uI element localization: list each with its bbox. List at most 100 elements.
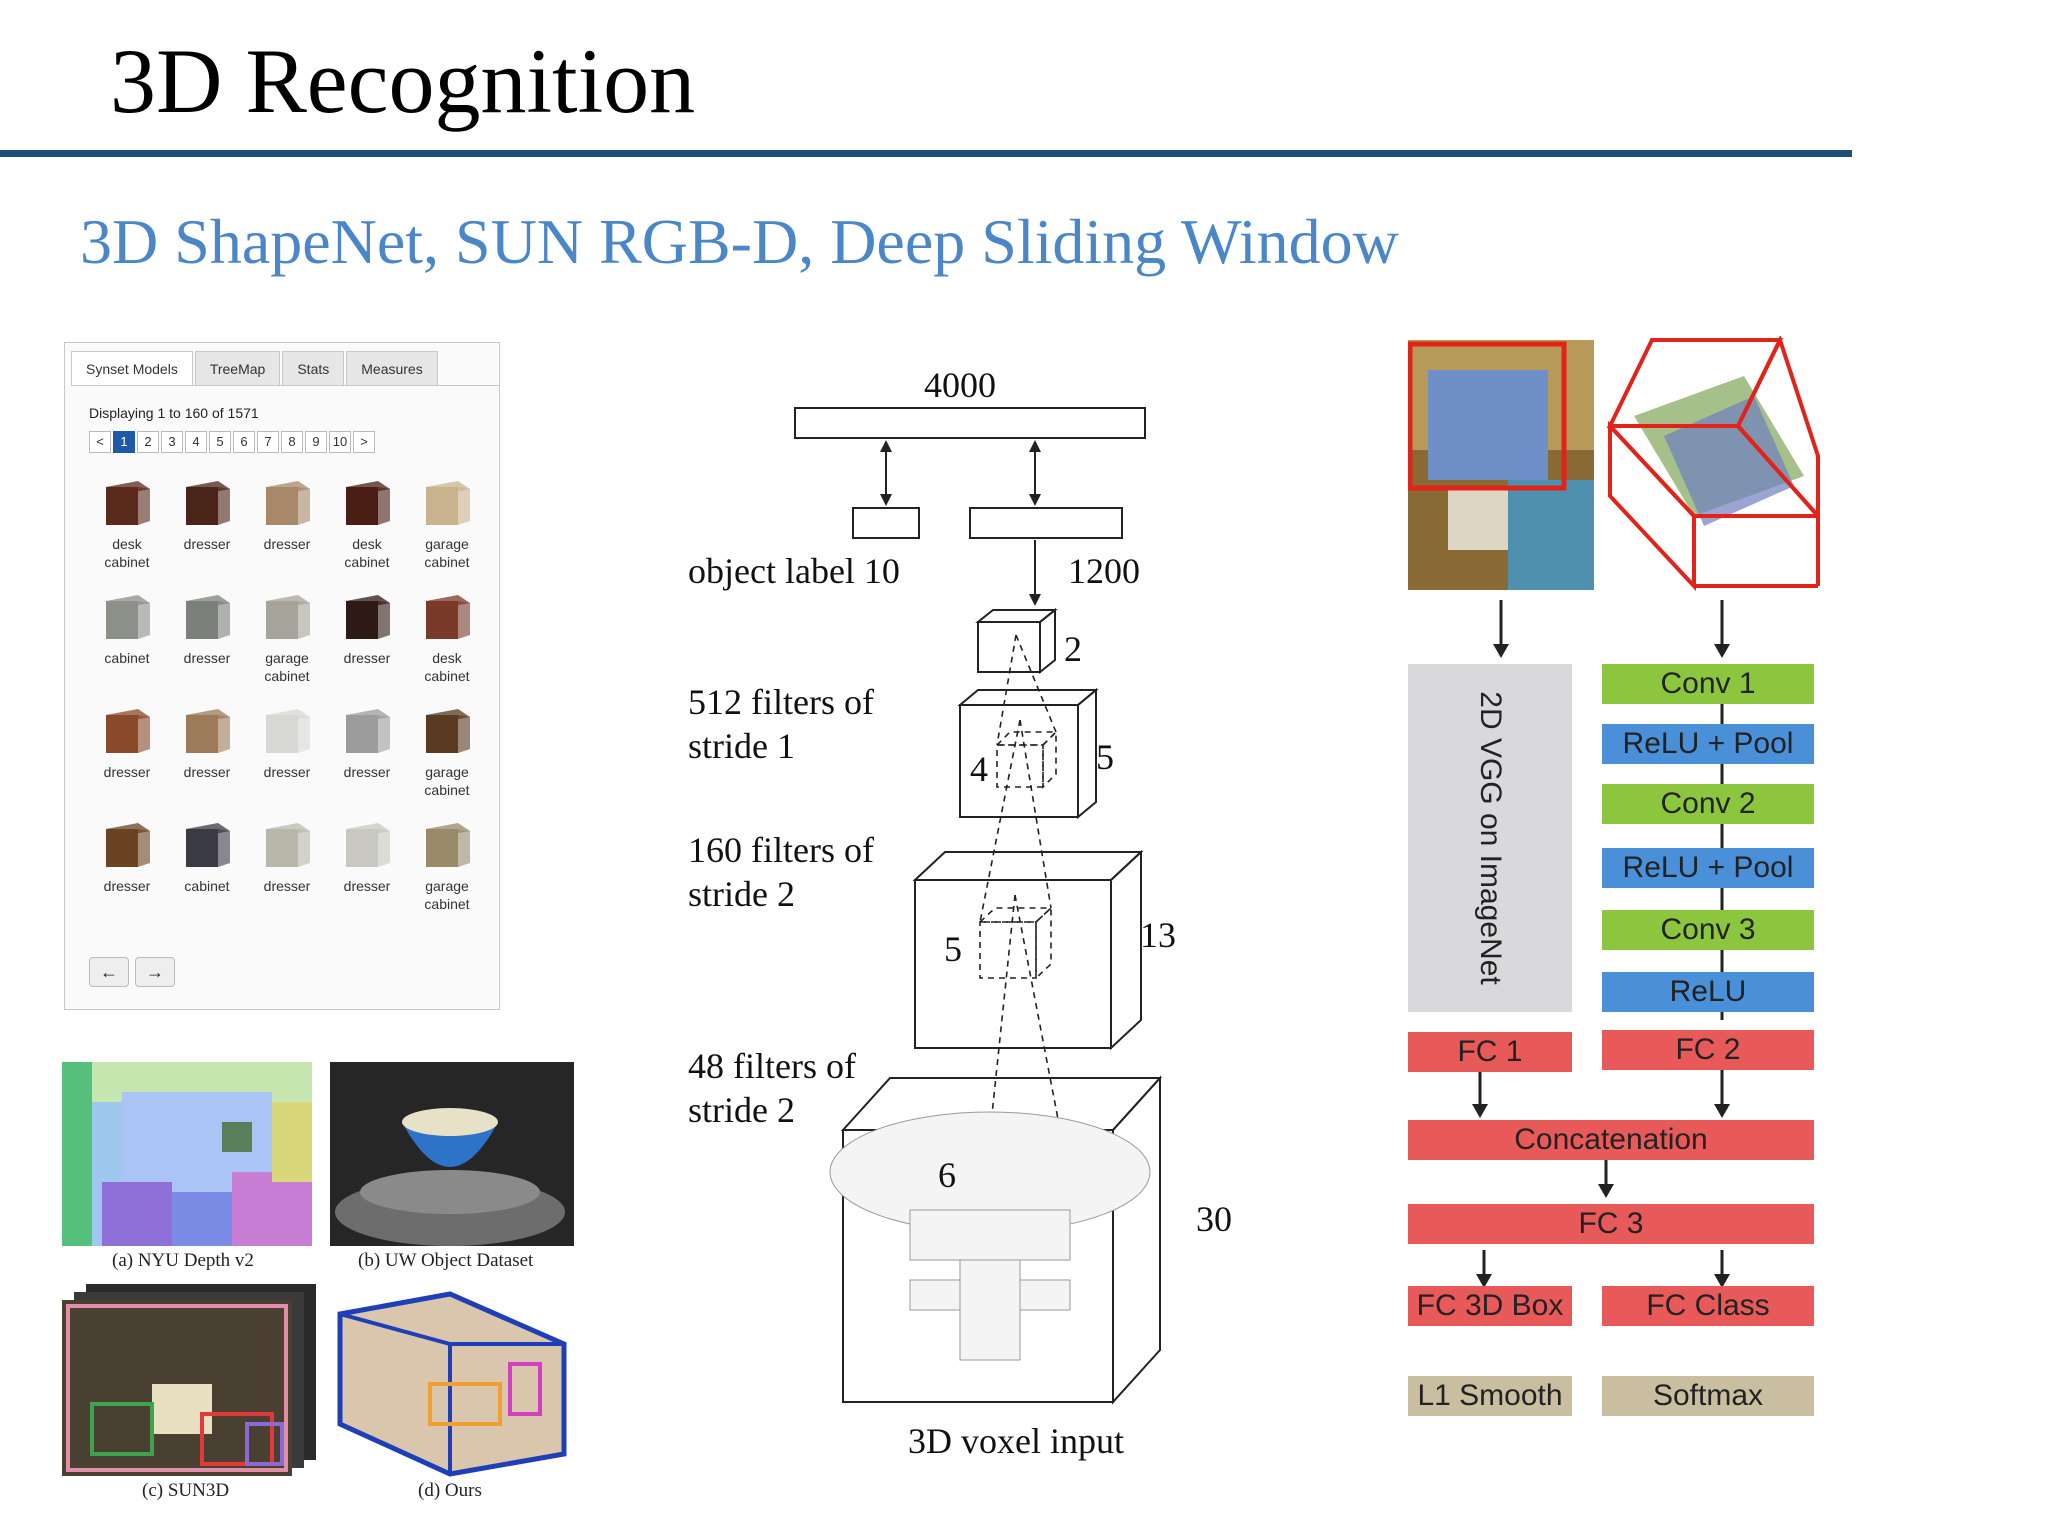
model-label: dresser [343,650,391,666]
conv3-filters-label: 512 filters of stride 1 [688,682,874,766]
browser-nav: ← → [89,957,181,987]
model-thumbnail [346,709,390,753]
model-item[interactable]: dresser [167,473,247,587]
model-thumbnail [106,595,150,639]
model-label: dresser [183,650,231,666]
model-item[interactable]: garage cabinet [247,587,327,701]
page-button[interactable]: 10 [329,431,351,453]
rgb-proposal-image [1408,340,1594,590]
model-thumbnail [106,823,150,867]
model-item[interactable]: desk cabinet [327,473,407,587]
back-arrow-button[interactable]: ← [89,957,129,987]
model-item[interactable]: dresser [327,701,407,815]
page-button[interactable]: 9 [305,431,327,453]
model-thumbnail [186,823,230,867]
model-thumbnail [106,709,150,753]
pagination: < 1 2 3 4 5 6 7 8 9 10 > [89,431,377,453]
slide-title: 3D Recognition [110,30,696,132]
conv3-block: Conv 3 [1602,910,1814,950]
model-label: desk cabinet [424,650,470,684]
model-thumbnail [266,595,310,639]
conv2-block: Conv 2 [1602,784,1814,824]
conv1-filters-label: 48 filters of stride 2 [688,1046,856,1130]
model-item[interactable]: dresser [327,587,407,701]
model-thumbnail [266,481,310,525]
caption-nyu: (a) NYU Depth v2 [112,1250,254,1271]
page-button[interactable]: 4 [185,431,207,453]
model-item[interactable]: dresser [247,701,327,815]
tab-stats[interactable]: Stats [282,351,345,386]
model-thumbnail [346,823,390,867]
model-label: cabinet [104,650,150,666]
fc1-block: FC 1 [1408,1032,1572,1072]
model-thumbnail [426,709,470,753]
page-button[interactable]: 1 [113,431,135,453]
page-button[interactable]: 3 [161,431,183,453]
page-button[interactable]: 6 [233,431,255,453]
model-item[interactable]: garage cabinet [407,473,487,587]
model-item[interactable]: garage cabinet [407,815,487,929]
model-label: dresser [263,878,311,894]
title-rule [0,150,1852,157]
model-label: dresser [103,878,151,894]
slide-subtitle: 3D ShapeNet, SUN RGB-D, Deep Sliding Win… [80,206,1399,277]
ours-image [330,1284,574,1480]
model-item[interactable]: dresser [87,701,167,815]
nyu-depth-image [62,1062,312,1246]
relu-pool1-block: ReLU + Pool [1602,724,1814,764]
tab-synset-models[interactable]: Synset Models [71,351,193,386]
page-button[interactable]: 5 [209,431,231,453]
model-item[interactable]: dresser [247,473,327,587]
model-item[interactable]: dresser [167,587,247,701]
model-thumbnail [186,595,230,639]
voxel-net-diagram [794,407,1163,1405]
model-label: dresser [343,764,391,780]
fc-class-block: FC Class [1602,1286,1814,1326]
dim-4: 4 [970,749,988,789]
page-button[interactable]: 7 [257,431,279,453]
object-label: object label 10 [688,551,900,591]
softmax-block: Softmax [1602,1376,1814,1416]
model-item[interactable]: desk cabinet [87,473,167,587]
model-item[interactable]: dresser [247,815,327,929]
model-label: garage cabinet [424,878,470,912]
caption-sun3d: (c) SUN3D [142,1480,230,1501]
model-item[interactable]: cabinet [87,587,167,701]
l1-smooth-block: L1 Smooth [1408,1376,1572,1416]
dim-2: 2 [1064,629,1082,669]
model-label: dresser [263,764,311,780]
dim-5-side: 5 [1096,737,1114,777]
model-thumbnail [346,595,390,639]
model-label: cabinet [184,878,230,894]
page-button[interactable]: 8 [281,431,303,453]
model-item[interactable]: dresser [167,701,247,815]
model-label: desk cabinet [104,536,150,570]
model-item[interactable]: cabinet [167,815,247,929]
model-item[interactable]: desk cabinet [407,587,487,701]
fc3-block: FC 3 [1408,1204,1814,1244]
model-item[interactable]: dresser [87,815,167,929]
forward-arrow-button[interactable]: → [135,957,175,987]
fc-4000-label: 4000 [924,365,996,405]
model-item[interactable]: dresser [327,815,407,929]
tab-treemap[interactable]: TreeMap [194,351,281,386]
page-button[interactable]: 2 [137,431,159,453]
page-next-button[interactable]: > [353,431,375,453]
page-prev-button[interactable]: < [89,431,111,453]
tab-divider [71,385,499,386]
display-count: Displaying 1 to 160 of 1571 [89,405,259,421]
shapenet-browser: Synset Models TreeMap Stats Measures Dis… [64,342,500,1010]
dim-5-inner: 5 [944,929,962,969]
tab-measures[interactable]: Measures [346,351,438,386]
model-label: dresser [343,878,391,894]
conv1-block: Conv 1 [1602,664,1814,704]
model-label: dresser [183,536,231,552]
dim-6: 6 [938,1155,956,1195]
model-thumbnail [266,709,310,753]
depth-proposal-image [1606,336,1820,592]
caption-uw: (b) UW Object Dataset [358,1250,534,1271]
sun3d-image [62,1284,316,1476]
model-item[interactable]: garage cabinet [407,701,487,815]
vgg-block [1408,664,1572,1012]
fc-1200-label: 1200 [1068,551,1140,591]
